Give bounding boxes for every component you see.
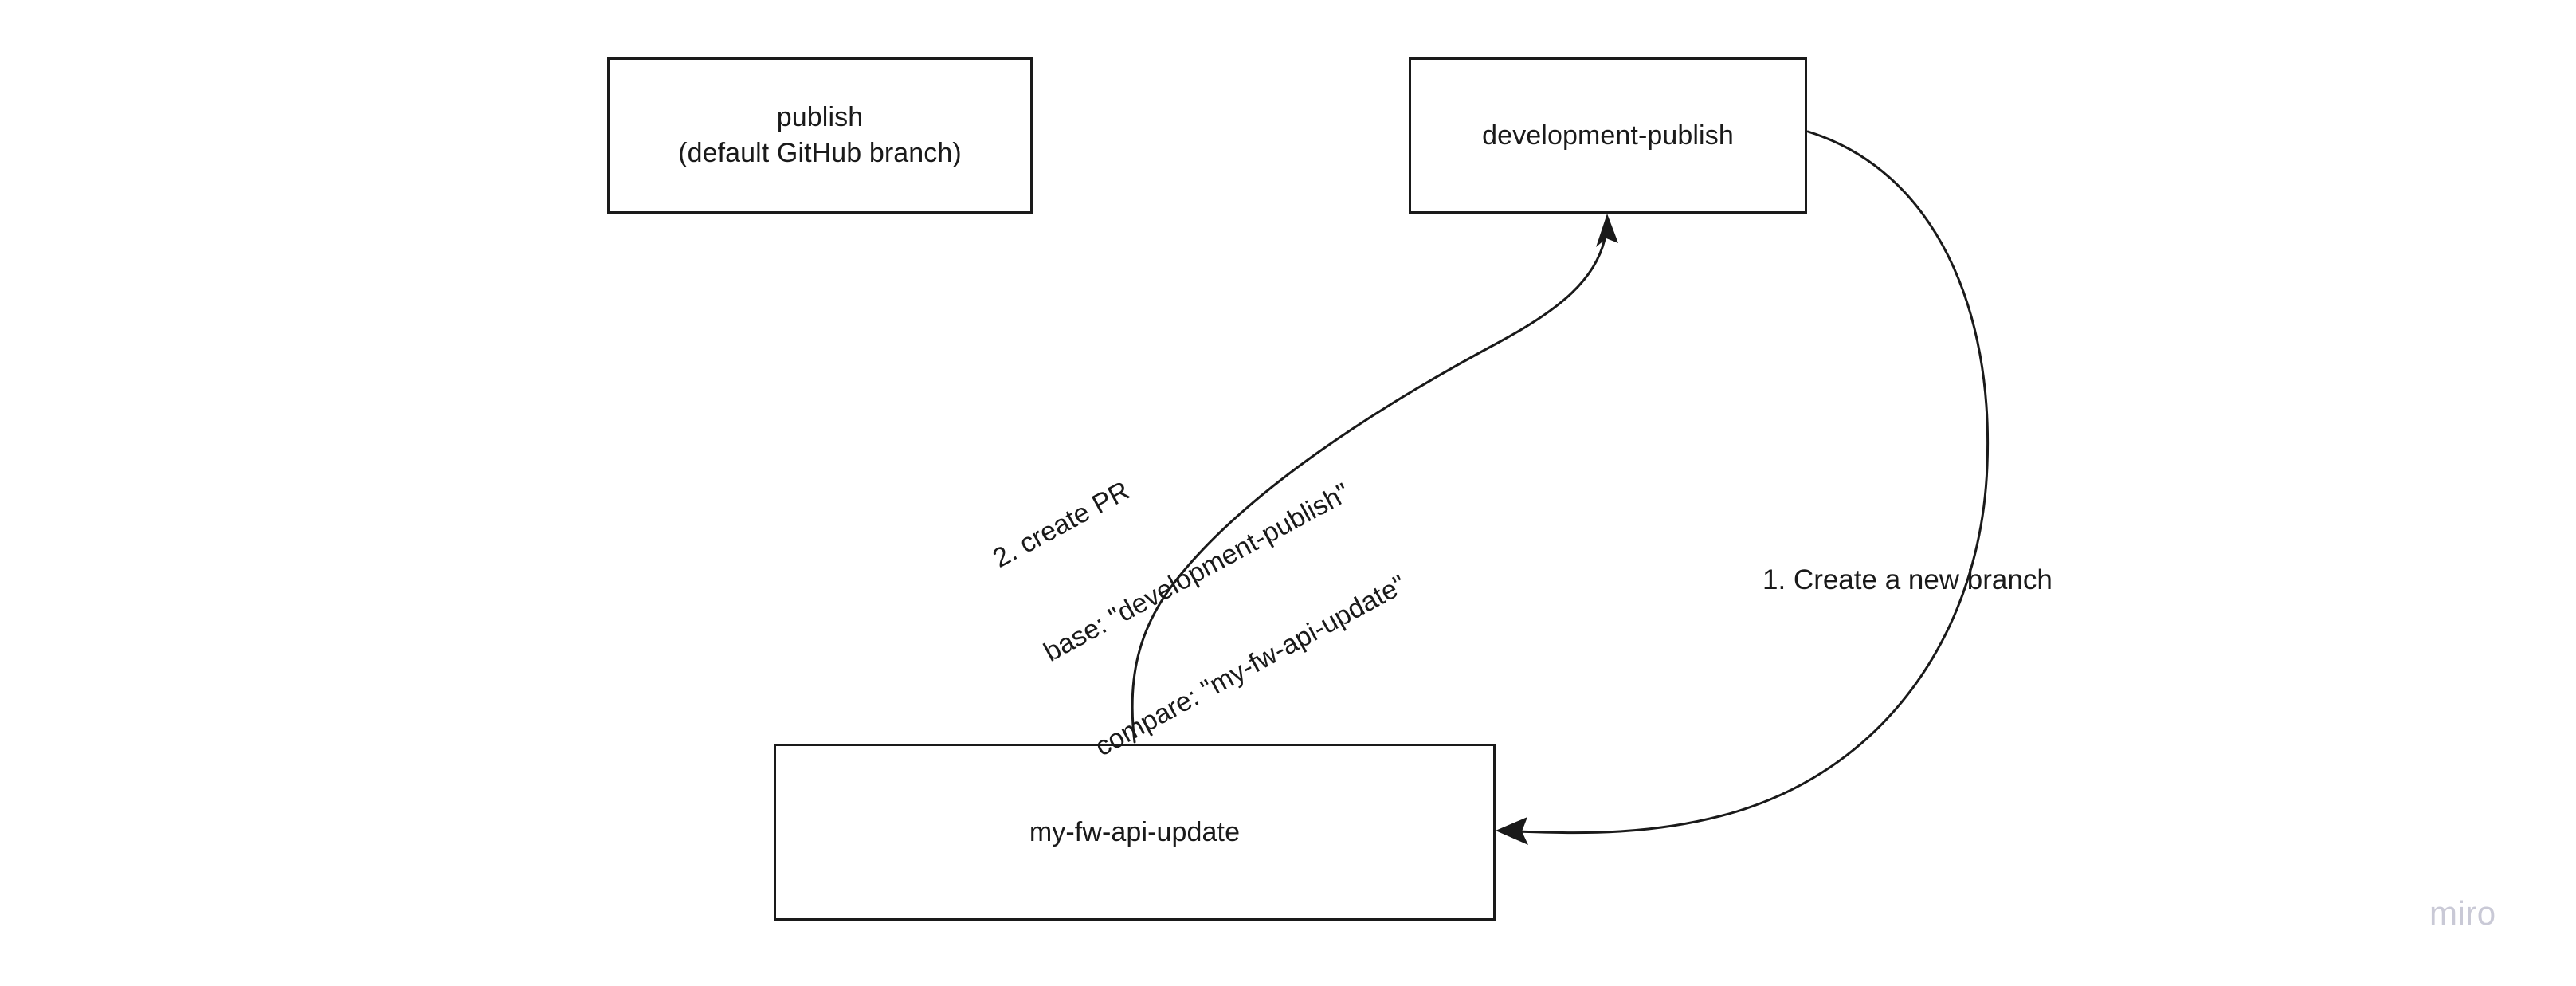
node-development-publish-label: development-publish: [1482, 120, 1734, 151]
edge-create-pr-path: [1131, 238, 1606, 744]
edge-create-pr-arrowhead: [1596, 214, 1618, 247]
edge-create-branch[interactable]: [1496, 130, 1990, 845]
edge-label-create-branch[interactable]: 1. Create a new branch: [1762, 564, 2053, 595]
miro-watermark: miro: [2429, 894, 2496, 932]
node-publish[interactable]: publish (default GitHub branch): [607, 57, 1033, 214]
node-my-fw-api-update[interactable]: my-fw-api-update: [774, 744, 1496, 921]
edge-create-branch-path: [1516, 130, 1990, 835]
node-development-publish[interactable]: development-publish: [1409, 57, 1807, 214]
edge-create-branch-arrowhead: [1496, 817, 1528, 845]
node-my-fw-api-update-label: my-fw-api-update: [1029, 816, 1241, 847]
edge-create-pr[interactable]: [1131, 214, 1618, 744]
node-publish-label: publish (default GitHub branch): [678, 102, 962, 168]
